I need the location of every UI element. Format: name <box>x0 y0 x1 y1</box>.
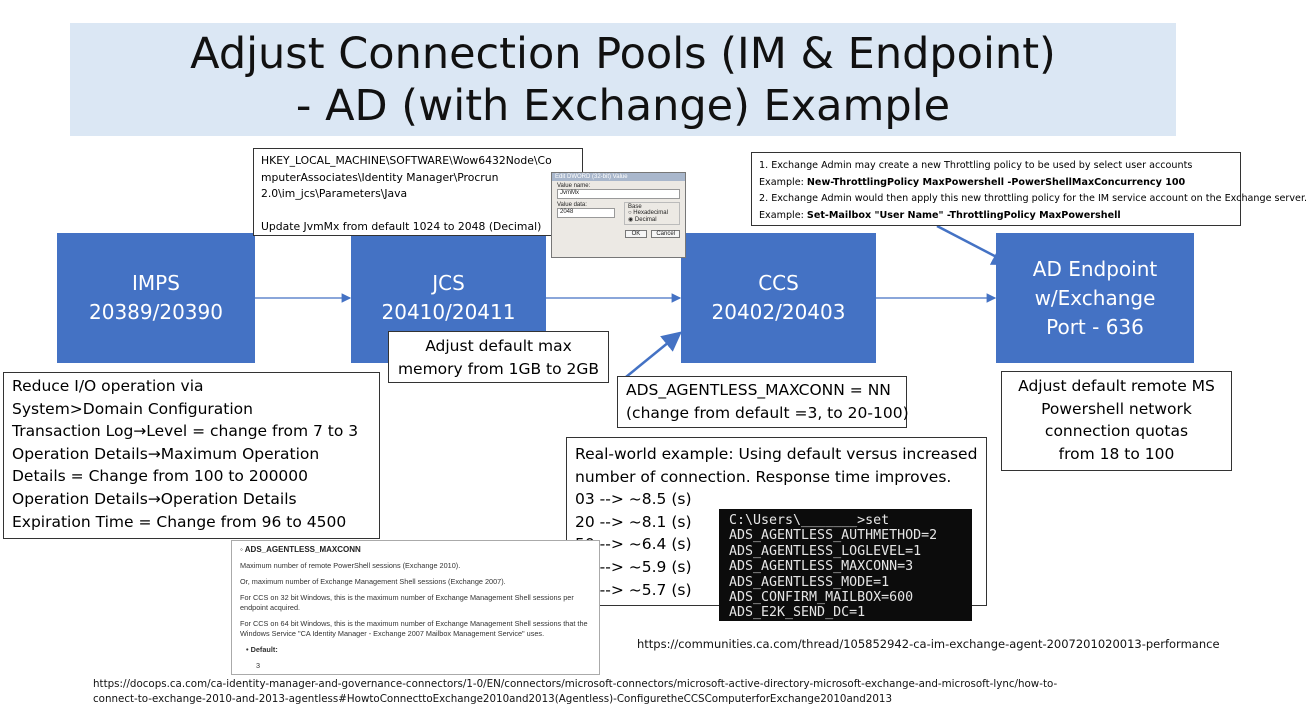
dialog-title: Edit DWORD (32-bit) Value <box>552 173 685 181</box>
terminal-line: ADS_AGENTLESS_AUTHMETHOD=2 <box>729 528 938 544</box>
throttling-line-1: 1. Exchange Admin may create a new Throt… <box>759 160 1193 171</box>
title-line-2: - AD (with Exchange) Example <box>295 81 951 131</box>
doc-paragraph: For CCS on 32 bit Windows, this is the m… <box>240 593 574 612</box>
terminal-line: ADS_AGENTLESS_MODE=1 <box>729 574 890 590</box>
imps-name: IMPS <box>132 271 180 295</box>
ccs-name: CCS <box>758 271 799 295</box>
hex-option-label: Hexadecimal <box>633 210 668 216</box>
doc-heading: ADS_AGENTLESS_MAXCONN <box>244 545 361 554</box>
edit-dword-dialog: Edit DWORD (32-bit) Value Value name: Jv… <box>551 172 686 258</box>
doc-default-value: 3 <box>256 661 261 670</box>
value-name-label: Value name: <box>557 183 591 189</box>
ccs-box: CCS 20402/20403 <box>681 233 876 363</box>
ccs-conn-line-1: ADS_AGENTLESS_MAXCONN = NN <box>626 381 891 399</box>
registry-line: Update JvmMx from default 1024 to 2048 (… <box>261 219 542 233</box>
ccs-conn-line-2: (change from default =3, to 20-100) <box>626 403 909 422</box>
registry-line: mputerAssociates\Identity Manager\Procru… <box>261 170 499 184</box>
registry-line: HKEY_LOCAL_MACHINE\SOFTWARE\Wow6432Node\… <box>261 154 552 167</box>
docops-url-line-2[interactable]: connect-to-exchange-2010-and-2013-agentl… <box>93 693 893 705</box>
ccs-conn-note: ADS_AGENTLESS_MAXCONN = NN (change from … <box>617 376 909 428</box>
throttling-cmd-1: New-ThrottlingPolicy MaxPowershell -Powe… <box>806 176 1186 188</box>
terminal-line: ADS_E2K_SEND_DC=1 <box>729 605 866 621</box>
doc-paragraph: Or, maximum number of Exchange Managemen… <box>240 577 506 586</box>
jcs-memory-line-2: memory from 1GB to 2GB <box>397 359 600 378</box>
doc-paragraph: Maximum number of remote PowerShell sess… <box>240 561 461 570</box>
imps-note-line: System>Domain Configuration <box>12 399 253 418</box>
imps-note-line: Operation Details→Maximum Operation <box>12 444 320 463</box>
imps-note-line: Transaction Log→Level = change from 7 to… <box>12 422 359 441</box>
registry-line: 2.0\im_jcs\Parameters\Java <box>261 187 408 200</box>
cancel-button: Cancel <box>651 230 680 238</box>
terminal-screenshot: C:\Users\_______>set ADS_AGENTLESS_AUTHM… <box>719 509 972 621</box>
terminal-line: C:\Users\_______>set <box>729 513 890 528</box>
ad-quota-line-1: Adjust default remote MS <box>1018 377 1215 395</box>
jcs-ports: 20410/20411 <box>381 300 516 324</box>
terminal-line: ADS_AGENTLESS_MAXCONN=3 <box>729 559 914 575</box>
throttling-line-2: Example: New-ThrottlingPolicy MaxPowersh… <box>759 175 1233 192</box>
imps-ports: 20389/20390 <box>89 300 223 324</box>
imps-note-line: Details = Change from 100 to 200000 <box>12 467 309 486</box>
throttling-line-4: Example: Set-Mailbox "User Name" -Thrott… <box>759 208 1233 225</box>
ad-line-3: Port - 636 <box>1046 314 1144 339</box>
throttling-line-3: 2. Exchange Admin would then apply this … <box>759 193 1307 204</box>
result-row: 95 --> ~5.7 (s) <box>575 580 692 599</box>
communities-url[interactable]: https://communities.ca.com/thread/105852… <box>637 637 1220 651</box>
dec-option-label: Decimal <box>634 217 657 223</box>
ok-button: OK <box>624 230 648 238</box>
title-line-1: Adjust Connection Pools (IM & Endpoint) <box>190 29 1056 79</box>
imps-note: Reduce I/O operation via System>Domain C… <box>3 372 380 539</box>
bullet-icon: • <box>246 645 251 654</box>
ccs-ports: 20402/20403 <box>711 300 846 324</box>
ad-line-2: w/Exchange <box>1034 285 1156 310</box>
value-data-label: Value data: <box>557 202 587 208</box>
throttling-cmd-2: Set-Mailbox "User Name" -ThrottlingPolic… <box>806 209 1121 221</box>
imps-note-line: Expiration Time = Change from 96 to 4500 <box>12 512 347 531</box>
ad-quota-line-3: connection quotas <box>1044 422 1189 441</box>
doc-default-label: Default: <box>250 645 278 654</box>
bullet-icon: ◦ <box>240 545 245 554</box>
result-row: 03 --> ~8.5 (s) <box>575 490 692 509</box>
terminal-line: ADS_CONFIRM_MAILBOX=600 <box>729 590 914 606</box>
realworld-line-1: Real-world example: Using default versus… <box>575 445 978 463</box>
doc-paragraph: For CCS on 64 bit Windows, this is the m… <box>240 619 588 638</box>
result-row: 50 --> ~6.4 (s) <box>575 535 692 554</box>
imps-box: IMPS 20389/20390 <box>57 233 255 363</box>
jcs-memory-note: Adjust default max memory from 1GB to 2G… <box>388 331 609 383</box>
example-prefix: Example: <box>759 209 807 221</box>
registry-line <box>261 203 575 219</box>
dec-radio: ◉ Decimal <box>628 217 657 223</box>
imps-note-line: Operation Details→Operation Details <box>12 489 297 508</box>
base-label: Base <box>628 204 642 210</box>
jcs-name: JCS <box>432 271 465 295</box>
imps-note-line: Reduce I/O operation via <box>12 377 204 395</box>
throttling-note: 1. Exchange Admin may create a new Throt… <box>751 152 1307 226</box>
jcs-memory-line-1: Adjust default max <box>425 337 572 355</box>
value-data-field: 2048 <box>557 208 615 218</box>
registry-note: HKEY_LOCAL_MACHINE\SOFTWARE\Wow6432Node\… <box>253 148 583 236</box>
docops-url-line-1[interactable]: https://docops.ca.com/ca-identity-manage… <box>93 678 1058 690</box>
ad-endpoint-box: AD Endpoint w/Exchange Port - 636 <box>996 233 1194 363</box>
ad-quota-line-2: Powershell network <box>1041 399 1192 418</box>
ad-quota-line-4: from 18 to 100 <box>1058 444 1175 463</box>
realworld-line-2: number of connection. Response time impr… <box>575 467 952 486</box>
example-prefix: Example: <box>759 176 807 188</box>
result-row: 20 --> ~8.1 (s) <box>575 512 692 531</box>
result-row: 75 --> ~5.9 (s) <box>575 557 692 576</box>
hex-radio: ○ Hexadecimal <box>628 210 668 216</box>
arrow-conn-ccs <box>625 331 682 378</box>
title-band <box>70 23 1176 136</box>
ad-line-1: AD Endpoint <box>1032 256 1158 281</box>
ad-quota-note: Adjust default remote MS Powershell netw… <box>1001 371 1232 471</box>
terminal-line: ADS_AGENTLESS_LOGLEVEL=1 <box>729 543 922 559</box>
value-name-field: JvmMx <box>557 189 680 199</box>
doc-excerpt-screenshot: ◦ ADS_AGENTLESS_MAXCONN Maximum number o… <box>231 540 600 675</box>
